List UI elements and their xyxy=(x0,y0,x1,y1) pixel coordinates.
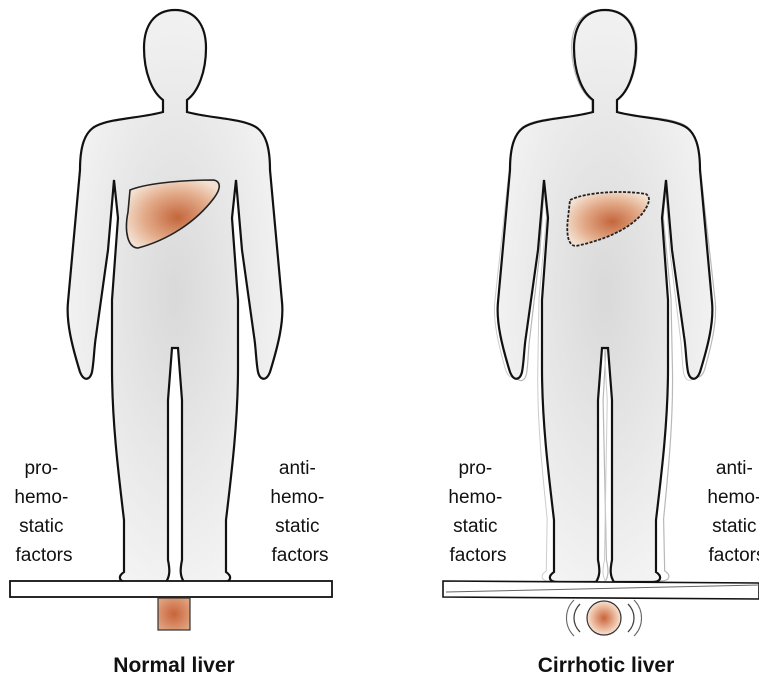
fulcrum-ball-cirrhotic xyxy=(587,601,621,635)
right-label-cirrhotic: anti- hemo- static factors xyxy=(707,458,759,566)
motion-arc-right-2 xyxy=(634,600,642,636)
motion-arc-left-1 xyxy=(574,604,580,632)
motion-arc-right-1 xyxy=(628,604,634,632)
cirrhotic-panel: pro- hemo- static factors anti- hemo- st… xyxy=(443,8,759,677)
human-silhouette-normal xyxy=(68,10,283,582)
motion-arc-left-2 xyxy=(567,600,575,636)
balance-board-cirrhotic xyxy=(443,581,759,599)
right-label-normal: anti- hemo- static factors xyxy=(270,458,329,566)
fulcrum-block-normal xyxy=(158,598,190,630)
caption-cirrhotic: Cirrhotic liver xyxy=(538,654,675,677)
caption-normal: Normal liver xyxy=(113,654,234,677)
left-label-normal: pro- hemo- static factors xyxy=(14,458,73,566)
normal-panel: pro- hemo- static factors anti- hemo- st… xyxy=(10,10,332,677)
balance-board-normal xyxy=(10,581,332,597)
left-label-cirrhotic: pro- hemo- static factors xyxy=(448,458,507,566)
